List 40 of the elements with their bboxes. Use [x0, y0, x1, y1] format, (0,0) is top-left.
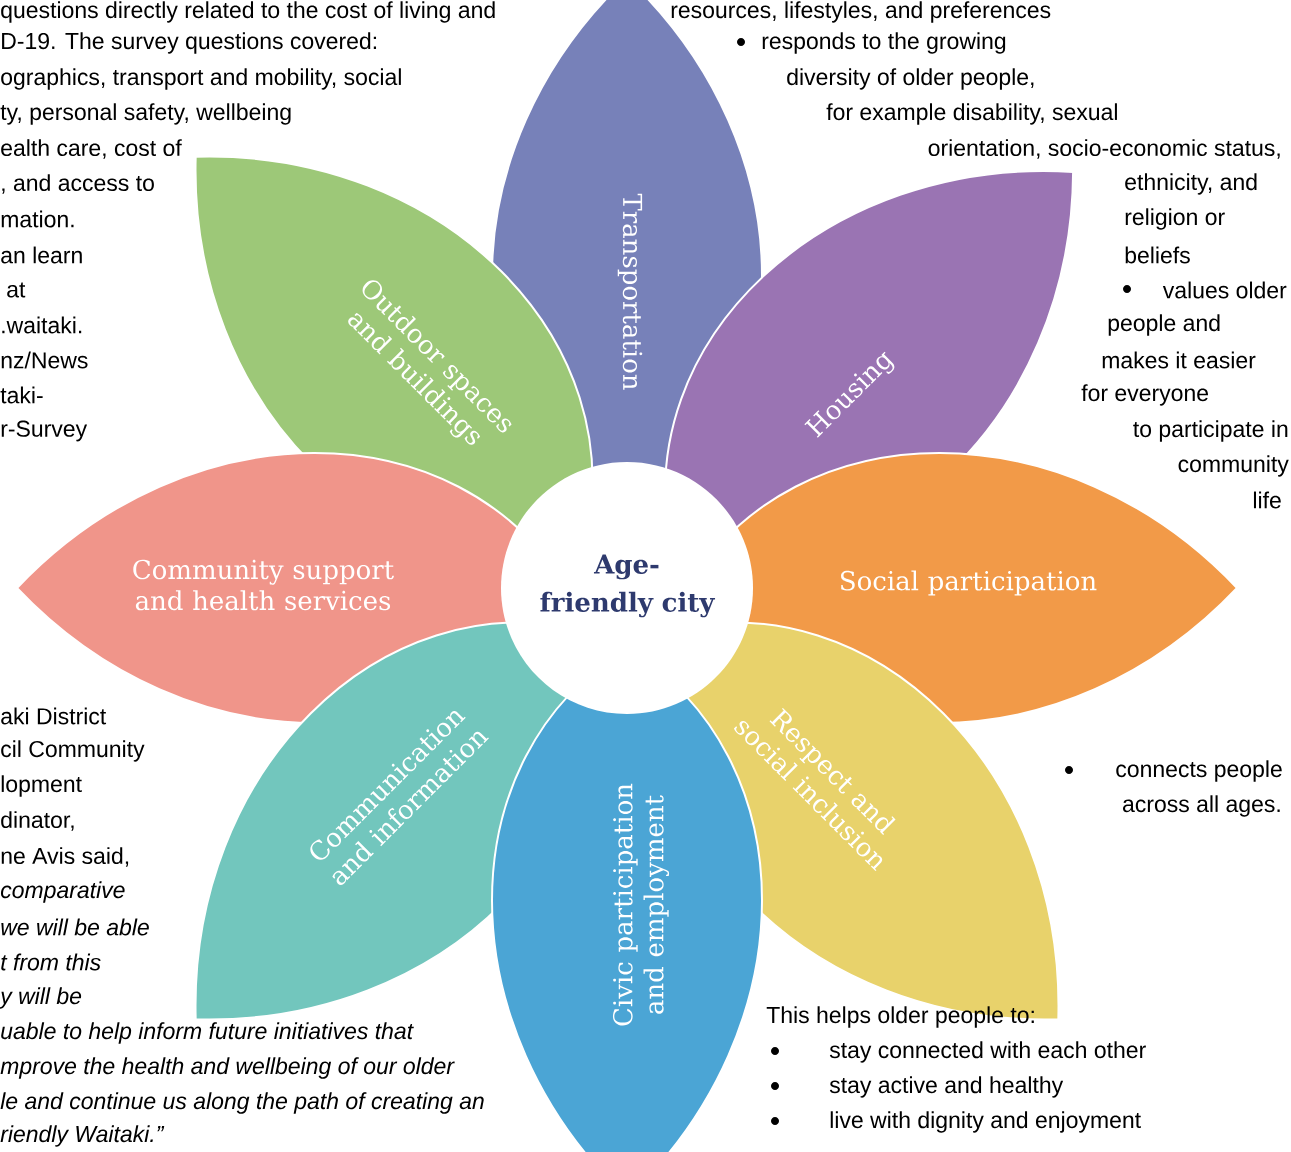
body-text: to participate in	[1133, 420, 1288, 442]
body-text: lopment	[1, 775, 82, 797]
body-text: mation.	[1, 210, 74, 228]
body-text: across all ages.	[1123, 795, 1280, 817]
body-text: responds to the growing	[762, 32, 1006, 54]
body-text: connects people	[1116, 760, 1282, 782]
body-text: at	[7, 282, 26, 298]
body-text: questions directly related to the cost of living and	[1, 1, 495, 23]
body-text: comparative	[0, 881, 125, 903]
body-text: beliefs	[1125, 246, 1190, 264]
body-text: ographics, transport and mobility, social	[1, 68, 401, 90]
body-text: stay active and healthy	[829, 1076, 1064, 1098]
body-text: makes it easier	[1102, 351, 1256, 369]
body-text: orientation, socio-economic status,	[928, 139, 1280, 159]
body-text: ealth care, cost of	[1, 139, 182, 159]
body-text: , and access to	[2, 174, 154, 194]
body-text: .waitaki.	[2, 316, 82, 334]
body-text: dinator,	[1, 811, 74, 831]
body-text: live with dignity and enjoyment	[830, 1111, 1141, 1133]
body-text: ethnicity, and	[1125, 173, 1257, 195]
body-text: riendly Waitaki.”	[0, 1125, 165, 1147]
body-text: taki-	[0, 386, 43, 404]
body-text: t from this	[1, 953, 101, 971]
body-text: mprove the health and wellbeing of our older	[0, 1057, 455, 1079]
body-text: an learn	[1, 246, 82, 264]
body-text: stay connected with each other	[829, 1041, 1146, 1063]
body-text: uable to help inform future initiatives that	[1, 1022, 414, 1044]
body-text: ty, personal safety, wellbeing	[0, 103, 291, 125]
body-text: resources, lifestyles, and preferences	[671, 1, 1051, 23]
body-text: diversity of older people,	[787, 68, 1034, 90]
body-text: people and	[1108, 314, 1220, 336]
body-text: for everyone	[1081, 384, 1208, 406]
body-text: ne Avis said,	[1, 847, 129, 867]
body-text: cil Community	[1, 740, 145, 762]
body-text: religion or	[1125, 208, 1225, 230]
body-text: D-19. The survey questions covered:	[2, 32, 376, 54]
body-text: nz/News	[1, 351, 88, 369]
body-text: values older	[1162, 281, 1287, 299]
body-text: for example disability, sexual	[826, 103, 1117, 125]
body-text: we will be able	[1, 918, 149, 936]
